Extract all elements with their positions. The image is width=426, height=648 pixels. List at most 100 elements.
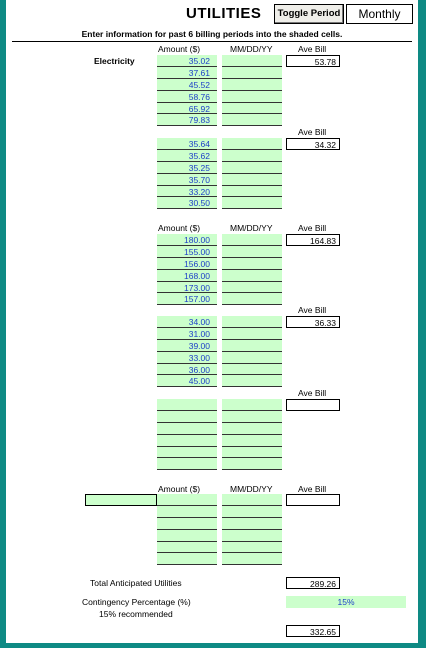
total-utilities-label: Total Anticipated Utilities xyxy=(90,578,182,588)
amount-cell[interactable]: 31.00 xyxy=(157,327,217,340)
date-cell[interactable] xyxy=(222,185,282,198)
date-cell[interactable] xyxy=(222,269,282,282)
amount-column-group-4: 34.00 31.00 39.00 33.00 36.00 45.00 xyxy=(157,316,217,388)
page-title: UTILITIES xyxy=(186,5,262,22)
date-cell[interactable] xyxy=(222,351,282,364)
amount-cell[interactable] xyxy=(157,434,217,447)
date-cell[interactable] xyxy=(222,541,282,554)
average-column-header: Ave Bill xyxy=(298,127,327,137)
date-cell[interactable] xyxy=(222,293,282,306)
date-cell[interactable] xyxy=(222,257,282,270)
amount-cell[interactable]: 157.00 xyxy=(157,293,217,306)
date-cell[interactable] xyxy=(222,458,282,471)
date-cell[interactable] xyxy=(222,149,282,162)
average-column-header: Ave Bill xyxy=(298,388,327,398)
amount-cell[interactable]: 33.20 xyxy=(157,185,217,198)
average-column-header: Ave Bill xyxy=(298,305,327,315)
date-cell[interactable] xyxy=(222,316,282,328)
date-cell[interactable] xyxy=(222,90,282,103)
worksheet: UTILITIES Toggle Period Monthly Enter in… xyxy=(6,0,418,643)
date-column-group-5 xyxy=(222,399,282,471)
amount-cell[interactable]: 34.00 xyxy=(157,316,217,328)
average-column-header: Ave Bill xyxy=(298,484,327,494)
date-cell[interactable] xyxy=(222,234,282,246)
date-cell[interactable] xyxy=(222,363,282,376)
amount-column-group-5 xyxy=(157,399,217,471)
amount-cell[interactable]: 180.00 xyxy=(157,234,217,246)
amount-cell[interactable] xyxy=(157,410,217,423)
amount-cell[interactable]: 30.50 xyxy=(157,197,217,210)
instructions-text: Enter information for past 6 billing per… xyxy=(81,29,343,39)
amount-cell[interactable]: 45.00 xyxy=(157,375,217,388)
amount-cell[interactable] xyxy=(157,529,217,542)
amount-cell[interactable] xyxy=(157,505,217,518)
contingency-percentage-input[interactable]: 15% xyxy=(286,596,406,608)
amount-cell[interactable]: 35.25 xyxy=(157,161,217,174)
date-cell[interactable] xyxy=(222,327,282,340)
date-cell[interactable] xyxy=(222,529,282,542)
date-cell[interactable] xyxy=(222,494,282,506)
date-cell[interactable] xyxy=(222,55,282,67)
date-cell[interactable] xyxy=(222,114,282,127)
date-column-group-4 xyxy=(222,316,282,388)
amount-cell[interactable]: 36.00 xyxy=(157,363,217,376)
date-cell[interactable] xyxy=(222,245,282,258)
amount-cell[interactable] xyxy=(157,517,217,530)
date-cell[interactable] xyxy=(222,553,282,566)
amount-cell[interactable]: 79.83 xyxy=(157,114,217,127)
date-cell[interactable] xyxy=(222,375,282,388)
amount-cell[interactable] xyxy=(157,494,217,506)
amount-cell[interactable]: 45.52 xyxy=(157,78,217,91)
date-cell[interactable] xyxy=(222,161,282,174)
toggle-period-button[interactable]: Toggle Period xyxy=(274,4,344,24)
date-cell[interactable] xyxy=(222,517,282,530)
amount-cell[interactable]: 39.00 xyxy=(157,339,217,352)
amount-cell[interactable]: 33.00 xyxy=(157,351,217,364)
date-cell[interactable] xyxy=(222,138,282,150)
date-cell[interactable] xyxy=(222,173,282,186)
date-cell[interactable] xyxy=(222,422,282,435)
date-cell[interactable] xyxy=(222,434,282,447)
amount-cell[interactable]: 35.02 xyxy=(157,55,217,67)
amount-cell[interactable]: 35.70 xyxy=(157,173,217,186)
date-cell[interactable] xyxy=(222,78,282,91)
date-cell[interactable] xyxy=(222,66,282,79)
group-label-electricity: Electricity xyxy=(94,56,135,66)
amount-column-header: Amount ($) xyxy=(158,223,201,233)
date-cell[interactable] xyxy=(222,339,282,352)
date-cell[interactable] xyxy=(222,102,282,115)
amount-cell[interactable] xyxy=(157,541,217,554)
average-bill-box xyxy=(286,399,340,411)
amount-cell[interactable] xyxy=(157,553,217,566)
amount-cell[interactable]: 155.00 xyxy=(157,245,217,258)
amount-cell[interactable]: 35.64 xyxy=(157,138,217,150)
amount-cell[interactable] xyxy=(157,399,217,411)
date-cell[interactable] xyxy=(222,505,282,518)
custom-utility-label-input[interactable] xyxy=(85,494,157,506)
amount-cell[interactable]: 168.00 xyxy=(157,269,217,282)
date-column-group-3 xyxy=(222,234,282,306)
date-cell[interactable] xyxy=(222,410,282,423)
date-cell[interactable] xyxy=(222,399,282,411)
amount-column-group-1: 35.02 37.61 45.52 58.76 65.92 79.83 xyxy=(157,55,217,127)
amount-cell[interactable]: 37.61 xyxy=(157,66,217,79)
average-bill-box xyxy=(286,494,340,506)
date-cell[interactable] xyxy=(222,197,282,210)
amount-cell[interactable]: 35.62 xyxy=(157,149,217,162)
average-column-header: Ave Bill xyxy=(298,223,327,233)
period-display: Monthly xyxy=(346,4,413,24)
amount-cell[interactable] xyxy=(157,422,217,435)
amount-cell[interactable]: 65.92 xyxy=(157,102,217,115)
date-column-group-6 xyxy=(222,494,282,566)
date-cell[interactable] xyxy=(222,281,282,294)
date-cell[interactable] xyxy=(222,446,282,459)
amount-cell[interactable]: 58.76 xyxy=(157,90,217,103)
date-column-header: MM/DD/YY xyxy=(230,44,273,54)
amount-cell[interactable]: 173.00 xyxy=(157,281,217,294)
grand-total-value: 332.65 xyxy=(286,625,340,637)
date-column-header: MM/DD/YY xyxy=(230,223,273,233)
amount-cell[interactable] xyxy=(157,458,217,471)
amount-cell[interactable] xyxy=(157,446,217,459)
amount-cell[interactable]: 156.00 xyxy=(157,257,217,270)
amount-column-group-6 xyxy=(157,494,217,566)
